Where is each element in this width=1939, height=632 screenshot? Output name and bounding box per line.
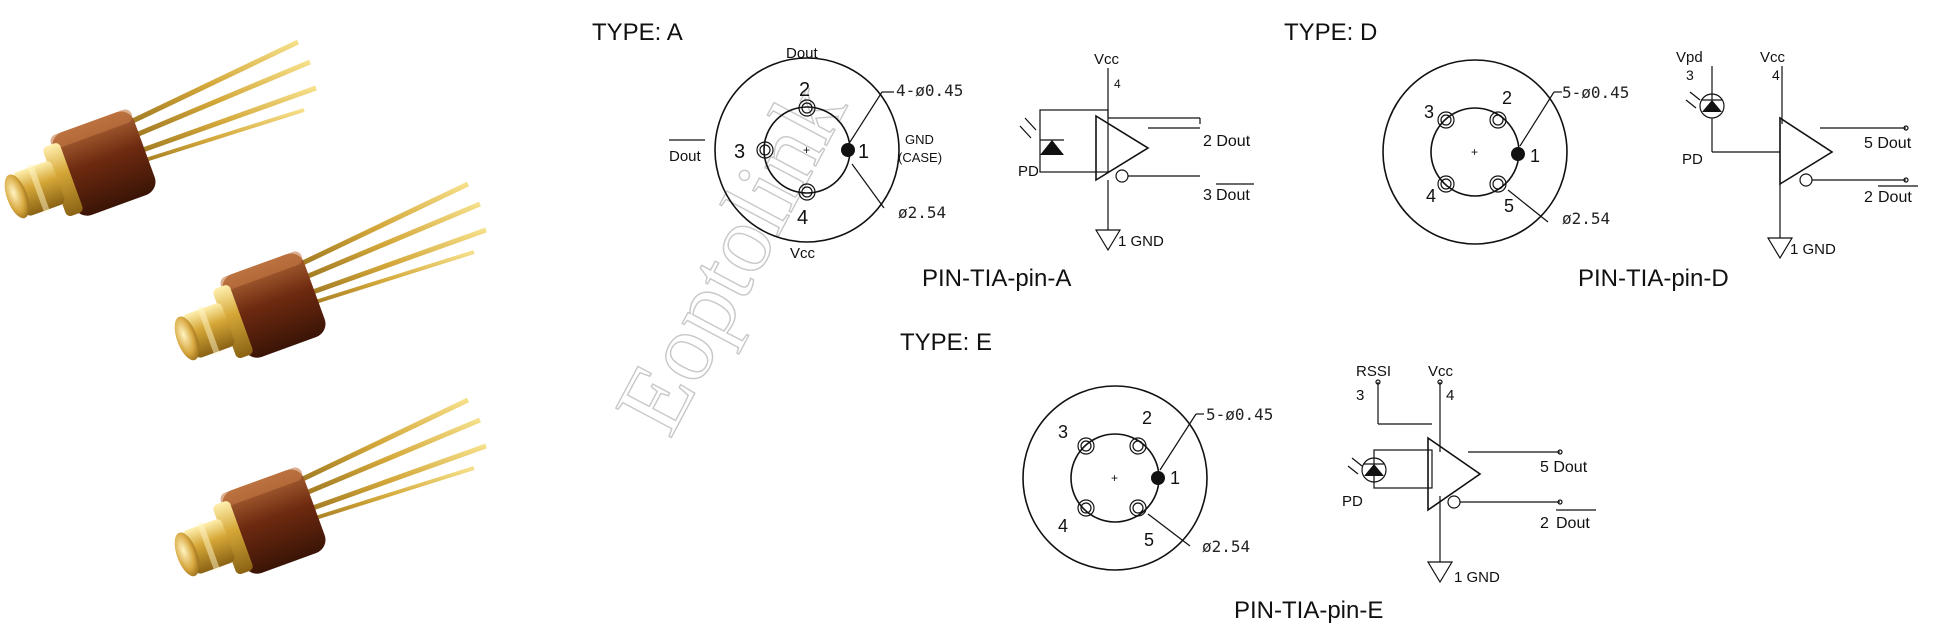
type-d-sch-vpd-pin: 3 (1686, 67, 1694, 83)
watermark: Eoptolink (594, 65, 866, 450)
type-a-sch-pd: PD (1018, 163, 1039, 180)
type-a-sch-gnd: 1 GND (1118, 233, 1164, 250)
type-d-dim-holes: 5-ø0.45 (1562, 83, 1629, 102)
photodiode-component-3 (162, 400, 486, 598)
type-e-sch-rssi-pin: 3 (1356, 387, 1364, 404)
type-a-sch-out2-name: Dout (1216, 187, 1250, 204)
type-e-pin-3: 3 (1058, 422, 1068, 442)
type-e-dim-pcd: ø2.54 (1202, 537, 1250, 556)
type-a-caption: PIN-TIA-pin-A (922, 265, 1071, 292)
type-d-sch-vpd: Vpd (1676, 49, 1703, 66)
type-d-section: TYPE: D + 1 2 3 4 5 5-ø0.45 ø2.54 Vpd 3 (1284, 19, 1918, 292)
type-d-title: TYPE: D (1284, 19, 1377, 46)
type-d-pin-layout: + 1 2 3 4 5 5-ø0.45 ø2.54 (1382, 59, 1629, 245)
svg-text:+: + (1471, 145, 1478, 159)
type-e-pin-5: 5 (1144, 530, 1154, 550)
type-a-pin-4: 4 (797, 207, 808, 229)
type-a-section: TYPE: A + 1 2 3 4 Dout Dout Vcc GND (CAS… (592, 19, 1254, 292)
type-e-sch-rssi: RSSI (1356, 363, 1391, 380)
type-a-label-gnd: GND (905, 132, 934, 147)
type-d-pin-2: 2 (1502, 88, 1512, 108)
type-a-pin-1: 1 (858, 141, 869, 163)
type-e-sch-out1: 5 Dout (1540, 459, 1588, 476)
type-e-caption: PIN-TIA-pin-E (1234, 597, 1383, 624)
type-e-dim-holes: 5-ø0.45 (1206, 405, 1273, 424)
type-e-title: TYPE: E (900, 329, 992, 356)
type-a-sch-out1: 2 Dout (1203, 133, 1251, 150)
type-a-title: TYPE: A (592, 19, 683, 46)
type-a-pin-layout: + 1 2 3 4 Dout Dout Vcc GND (CASE) 4-ø0.… (669, 45, 963, 262)
type-e-pin-layout: + 1 2 3 4 5 5-ø0.45 ø2.54 (1022, 385, 1273, 571)
type-d-pin-1: 1 (1530, 146, 1540, 166)
type-e-sch-pd: PD (1342, 493, 1363, 510)
type-d-pin-3: 3 (1424, 102, 1434, 122)
type-a-label-case: (CASE) (898, 150, 942, 165)
type-d-sch-pd: PD (1682, 151, 1703, 168)
type-e-sch-vcc: Vcc (1428, 363, 1454, 380)
type-d-dim-pcd: ø2.54 (1562, 209, 1610, 228)
type-a-pin-2: 2 (799, 79, 810, 101)
type-a-pin-3: 3 (734, 141, 745, 163)
type-e-sch-out2-num: 2 (1540, 515, 1549, 532)
type-a-sch-out2-num: 3 (1203, 187, 1212, 204)
type-d-sch-out2-num: 2 (1864, 189, 1873, 206)
type-d-sch-vcc-pin: 4 (1772, 67, 1780, 83)
type-d-caption: PIN-TIA-pin-D (1578, 265, 1729, 292)
type-e-sch-vcc-pin: 4 (1446, 387, 1454, 404)
product-photo-group (0, 42, 486, 598)
type-a-dim-pcd: ø2.54 (898, 203, 946, 222)
type-e-sch-gnd: 1 GND (1454, 569, 1500, 586)
type-e-sch-out2-name: Dout (1556, 515, 1590, 532)
type-d-sch-out1: 5 Dout (1864, 135, 1912, 152)
type-d-sch-out2-name: Dout (1878, 189, 1912, 206)
type-a-sch-vcc-pin: 4 (1114, 77, 1121, 91)
type-d-pin-4: 4 (1426, 186, 1436, 206)
svg-text:+: + (803, 143, 810, 157)
type-a-label-dout: Dout (786, 45, 819, 62)
type-e-section: TYPE: E + 1 2 3 4 5 5-ø0.45 ø2.54 RSSI 3 (900, 329, 1596, 624)
type-d-schematic: Vpd 3 PD Vcc 4 5 Dout 2 Dout (1676, 49, 1918, 260)
type-a-schematic: Vcc 4 2 Dout 3 Dout PD 1 GND (1018, 51, 1254, 252)
type-a-sch-vcc: Vcc (1094, 51, 1120, 68)
type-e-pin-4: 4 (1058, 516, 1068, 536)
photodiode-component-2 (162, 184, 486, 382)
type-a-label-vcc: Vcc (790, 245, 816, 262)
type-d-sch-vcc: Vcc (1760, 49, 1786, 66)
type-d-sch-gnd: 1 GND (1790, 241, 1836, 258)
svg-text:+: + (1111, 471, 1118, 485)
photodiode-component-1 (0, 42, 316, 240)
type-a-label-dout-bar: Dout (669, 148, 702, 165)
type-e-pin-2: 2 (1142, 408, 1152, 428)
type-d-pin-5: 5 (1504, 196, 1514, 216)
type-e-schematic: RSSI 3 Vcc 4 PD 5 Dout 2 Dout (1342, 363, 1596, 586)
type-e-pin-1: 1 (1170, 468, 1180, 488)
type-a-dim-holes: 4-ø0.45 (896, 81, 963, 100)
